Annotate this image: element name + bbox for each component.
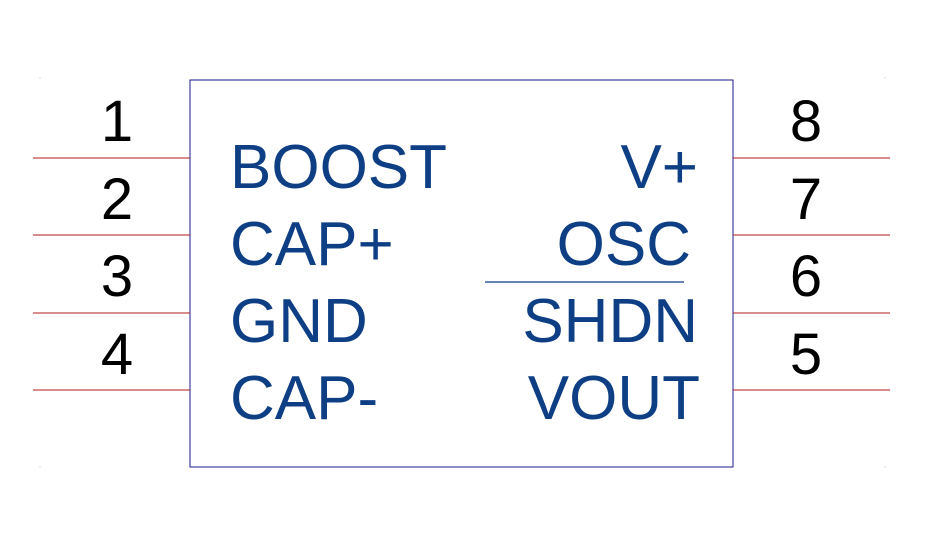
pin-8: 8 V+ [620,89,890,202]
pin-5-label: VOUT [528,364,700,433]
pin-2: 2 CAP+ [33,167,394,279]
pin-1-number: 1 [101,89,133,154]
pin-2-number: 2 [101,167,133,232]
pin-6: 6 SHDN [485,244,890,356]
pin-1: 1 BOOST [33,89,447,202]
pin-3: 3 GND [33,244,368,356]
pin-8-label: V+ [620,133,698,202]
pin-3-number: 3 [101,244,133,309]
grid-dots [39,77,886,468]
pin-7-number: 7 [790,167,822,232]
right-pins: 8 V+ 7 OSC 6 SHDN 5 VOUT [485,89,890,433]
pin-5: 5 VOUT [528,322,890,433]
component-body [189,79,734,468]
pin-2-label: CAP+ [230,210,394,279]
pin-6-label: SHDN [522,287,698,356]
pin-8-number: 8 [790,89,822,154]
pin-3-label: GND [230,287,368,356]
pin-1-label: BOOST [230,133,447,202]
pin-4-label: CAP- [230,364,378,433]
pin-5-number: 5 [790,322,822,387]
pin-7-label: OSC [557,210,691,279]
pin-4-number: 4 [101,322,133,387]
pin-4: 4 CAP- [33,322,378,433]
left-pins: 1 BOOST 2 CAP+ 3 GND 4 CAP- [33,89,447,433]
pin-7: 7 OSC [557,167,890,279]
pin-6-number: 6 [790,244,822,309]
